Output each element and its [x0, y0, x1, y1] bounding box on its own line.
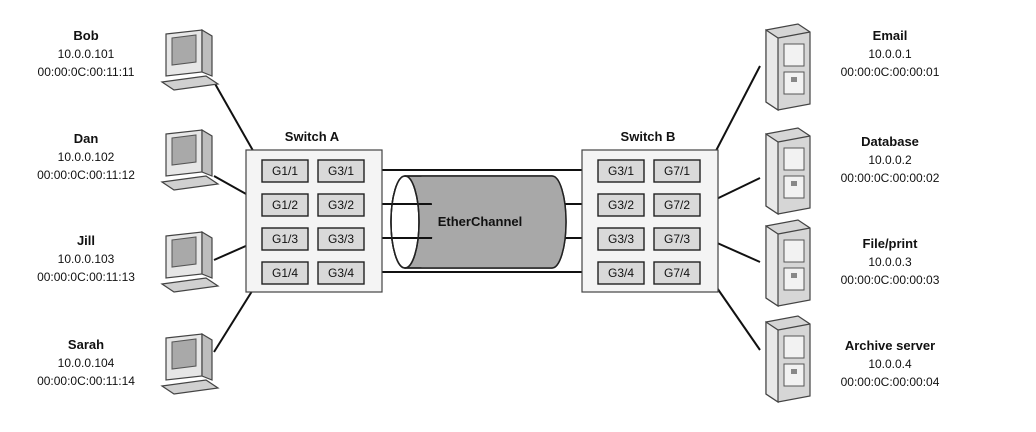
port-label: G3/3	[328, 232, 354, 246]
client-mac: 00:00:0C:00:11:11	[38, 65, 135, 79]
port-label: G1/1	[272, 164, 298, 178]
port-label: G7/1	[664, 164, 690, 178]
port	[597, 193, 645, 217]
port-label: G1/4	[272, 266, 298, 280]
switch-a: Switch A G1/1 G3/1 G1/2 G3/2 G1/3 G3/3 G…	[245, 129, 383, 293]
client-ip: 10.0.0.101	[58, 47, 115, 61]
server-ip: 10.0.0.1	[868, 47, 912, 61]
client-name: Bob	[73, 28, 98, 43]
port	[317, 159, 365, 183]
port	[261, 227, 309, 251]
etherchannel-cylinder-outline	[405, 175, 567, 269]
server-name: Email	[873, 28, 908, 43]
client-name: Dan	[74, 131, 99, 146]
server-name: File/print	[863, 236, 919, 251]
port-label: G7/3	[664, 232, 690, 246]
server-database: Database 10.0.0.2 00:00:0C:00:00:02	[765, 127, 940, 216]
etherchannel-bundle: EtherChannel	[374, 169, 598, 273]
server-archive: Archive server 10.0.0.4 00:00:0C:00:00:0…	[765, 315, 940, 404]
port-label: G7/2	[664, 198, 690, 212]
client-ip: 10.0.0.103	[58, 252, 115, 266]
server-mac: 00:00:0C:00:00:03	[841, 273, 940, 287]
port-label: G3/2	[328, 198, 354, 212]
server-mac: 00:00:0C:00:00:01	[841, 65, 940, 79]
port	[597, 261, 645, 285]
port-label: G3/1	[608, 164, 634, 178]
client-jill: Jill 10.0.0.103 00:00:0C:00:11:13	[37, 230, 220, 293]
client-mac: 00:00:0C:00:11:12	[37, 168, 135, 182]
client-ip: 10.0.0.104	[58, 356, 115, 370]
port-label: G3/2	[608, 198, 634, 212]
client-name: Jill	[77, 233, 95, 248]
server-name: Database	[861, 134, 919, 149]
port-label: G3/1	[328, 164, 354, 178]
etherchannel-cylinder-cover	[419, 176, 566, 268]
switch-a-ports: G1/1 G3/1 G1/2 G3/2 G1/3 G3/3 G1/4 G3/4	[261, 159, 365, 285]
port-label: G1/3	[272, 232, 298, 246]
server-mac: 00:00:0C:00:00:04	[841, 375, 940, 389]
port-label: G3/3	[608, 232, 634, 246]
client-name: Sarah	[68, 337, 104, 352]
server-ip: 10.0.0.2	[868, 153, 912, 167]
workstation-icon	[160, 332, 220, 395]
client-mac: 00:00:0C:00:11:14	[37, 374, 135, 388]
port-label: G7/4	[664, 266, 690, 280]
port	[317, 261, 365, 285]
servers: Email 10.0.0.1 00:00:0C:00:00:01 Databas…	[765, 23, 940, 404]
port	[261, 193, 309, 217]
server-ip: 10.0.0.4	[868, 357, 912, 371]
port-label: G3/4	[608, 266, 634, 280]
workstation-icon	[160, 28, 220, 91]
port	[653, 227, 701, 251]
client-sarah: Sarah 10.0.0.104 00:00:0C:00:11:14	[37, 332, 220, 395]
server-email: Email 10.0.0.1 00:00:0C:00:00:01	[765, 23, 940, 112]
workstation-icon	[160, 128, 220, 191]
clients: Bob 10.0.0.101 00:00:0C:00:11:11 Dan 10.…	[37, 28, 220, 395]
port	[653, 159, 701, 183]
switch-b: Switch B G3/1 G7/1 G3/2 G7/2 G3/3 G7/3 G…	[581, 129, 719, 293]
switch-b-title: Switch B	[621, 129, 676, 144]
server-icon	[765, 23, 811, 112]
switch-b-ports: G3/1 G7/1 G3/2 G7/2 G3/3 G7/3 G3/4 G7/4	[597, 159, 701, 285]
port-label: G3/4	[328, 266, 354, 280]
port	[653, 261, 701, 285]
port	[261, 159, 309, 183]
client-mac: 00:00:0C:00:11:13	[37, 270, 135, 284]
server-icon	[765, 315, 811, 404]
switch-a-title: Switch A	[285, 129, 340, 144]
etherchannel-label: EtherChannel	[438, 214, 523, 229]
client-ip: 10.0.0.102	[58, 150, 115, 164]
port	[317, 227, 365, 251]
server-mac: 00:00:0C:00:00:02	[841, 171, 940, 185]
server-ip: 10.0.0.3	[868, 255, 912, 269]
port	[653, 193, 701, 217]
port	[317, 193, 365, 217]
client-dan: Dan 10.0.0.102 00:00:0C:00:11:12	[37, 128, 220, 191]
client-bob: Bob 10.0.0.101 00:00:0C:00:11:11	[38, 28, 220, 91]
server-icon	[765, 219, 811, 308]
etherchannel-cylinder-cap-outline	[390, 175, 420, 269]
server-icon	[765, 127, 811, 216]
port	[597, 227, 645, 251]
port	[597, 159, 645, 183]
workstation-icon	[160, 230, 220, 293]
port	[261, 261, 309, 285]
server-fileprint: File/print 10.0.0.3 00:00:0C:00:00:03	[765, 219, 940, 308]
server-name: Archive server	[845, 338, 935, 353]
port-label: G1/2	[272, 198, 298, 212]
